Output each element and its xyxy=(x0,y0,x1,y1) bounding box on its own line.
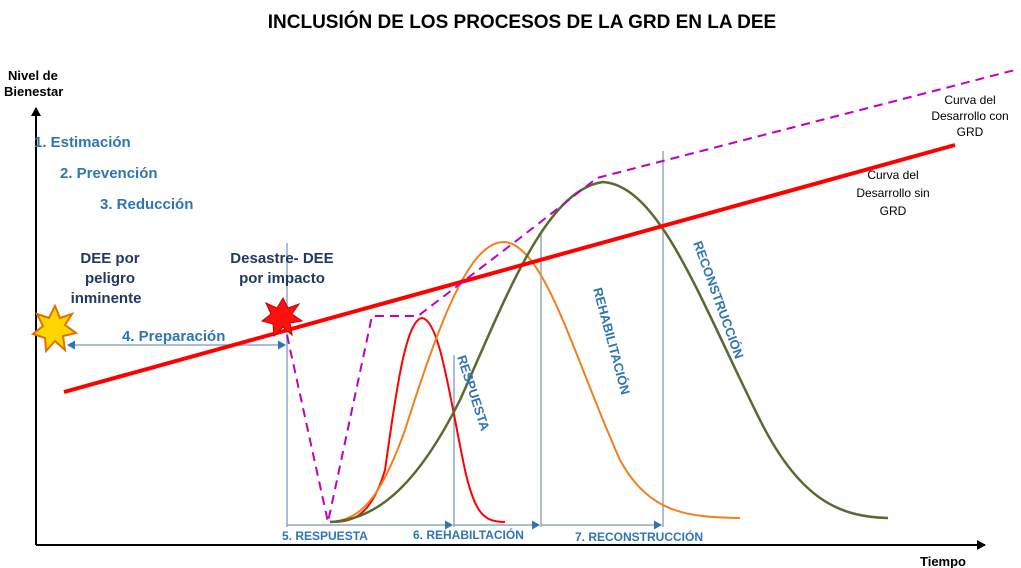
explosion-icon-peligro xyxy=(30,303,79,354)
phase-label-reconstruccion: RECONSTRUCCIÓN xyxy=(690,239,747,361)
x-axis-label: Tiempo xyxy=(920,554,966,568)
curve-sin-grd-label-line2: Desarrollo sin xyxy=(856,186,929,200)
curva-sin-grd-line xyxy=(63,143,956,394)
explosion-icon-desastre xyxy=(260,296,304,338)
phase-label-rehabilitacion: REHABILITACIÓN xyxy=(590,286,633,396)
event-desastre-line1: Desastre- DEE xyxy=(230,250,333,267)
phase-label-respuesta: RESPUESTA xyxy=(454,353,493,433)
event-desastre-line2: por impacto xyxy=(239,270,325,287)
y-axis-label-line1: Nivel de xyxy=(8,68,58,83)
step-prevencion: 2. Prevención xyxy=(60,165,158,182)
step-reduccion: 3. Reducción xyxy=(100,196,193,213)
bottom-label-reconstruccion: 7. RECONSTRUCCIÓN xyxy=(575,529,703,544)
diagram-title: INCLUSIÓN DE LOS PROCESOS DE LA GRD EN L… xyxy=(268,11,776,33)
step-preparacion: 4. Preparación xyxy=(122,328,225,345)
curve-con-grd-label-line2: Desarrollo con xyxy=(931,109,1008,123)
event-dee-peligro-line2: peligro xyxy=(85,270,135,287)
curve-con-grd-label-line3: GRD xyxy=(957,125,984,139)
event-dee-peligro-line3: inminente xyxy=(71,290,142,307)
event-dee-peligro-line1: DEE por xyxy=(80,250,139,267)
rehabilitacion-curve xyxy=(329,240,741,523)
curve-sin-grd-label-line1: Curva del xyxy=(867,168,918,182)
curve-sin-grd-label-line3: GRD xyxy=(880,204,907,218)
y-axis-label-line2: Bienestar xyxy=(4,84,63,99)
reconstruccion-curve xyxy=(329,180,889,524)
step-estimacion: 1. Estimación xyxy=(34,134,131,151)
bottom-label-respuesta: 5. RESPUESTA xyxy=(282,529,368,543)
curve-con-grd-label-line1: Curva del xyxy=(944,93,995,107)
bottom-label-rehabilitacion: 6. REHABILTACIÓN xyxy=(413,527,524,542)
